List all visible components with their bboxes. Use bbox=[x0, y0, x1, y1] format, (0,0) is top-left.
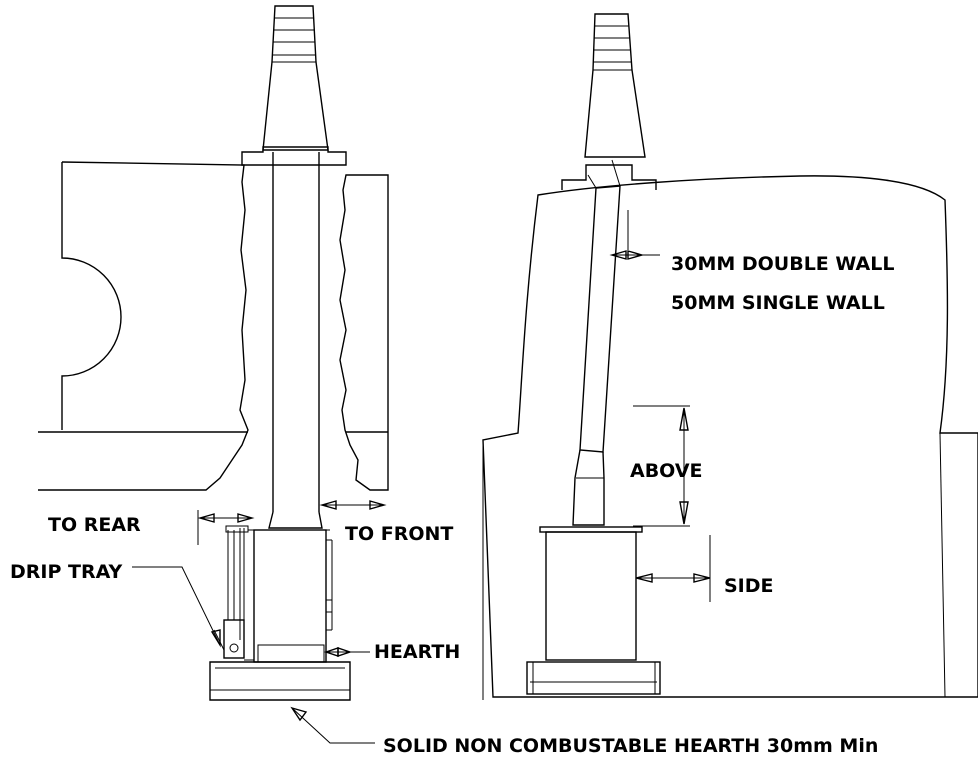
right-elevation-view bbox=[482, 13, 978, 700]
right-building-outline bbox=[482, 175, 978, 700]
solid-hearth-label: SOLID NON COMBUSTABLE HEARTH 30mm Min bbox=[383, 735, 878, 757]
single-wall-label: 50MM SINGLE WALL bbox=[671, 292, 885, 314]
drip-tray-label: DRIP TRAY bbox=[10, 561, 122, 583]
rear-clearance-arrow bbox=[197, 510, 255, 545]
above-label: ABOVE bbox=[630, 460, 703, 482]
left-hearth bbox=[209, 661, 351, 701]
to-rear-label: TO REAR bbox=[48, 514, 141, 536]
right-flue-cowl bbox=[561, 13, 657, 190]
right-flue-pipe bbox=[572, 159, 621, 526]
hearth-label: HEARTH bbox=[374, 641, 460, 663]
front-clearance-arrow bbox=[319, 500, 387, 510]
wall-clearance-arrow bbox=[609, 210, 660, 260]
leader-lines bbox=[132, 566, 375, 744]
side-label: SIDE bbox=[724, 575, 774, 597]
hearth-clearance-arrow bbox=[323, 647, 360, 657]
side-clearance-arrow bbox=[635, 535, 711, 602]
above-clearance-arrow bbox=[633, 405, 690, 527]
left-flue-cowl bbox=[241, 5, 347, 166]
right-hearth bbox=[526, 661, 661, 695]
right-stove bbox=[539, 526, 643, 661]
left-stove bbox=[213, 525, 333, 663]
to-front-label: TO FRONT bbox=[345, 523, 453, 545]
left-flue-pipe bbox=[268, 152, 323, 529]
left-section-view bbox=[38, 5, 389, 701]
left-building-section bbox=[38, 161, 389, 491]
double-wall-label: 30MM DOUBLE WALL bbox=[671, 253, 894, 275]
